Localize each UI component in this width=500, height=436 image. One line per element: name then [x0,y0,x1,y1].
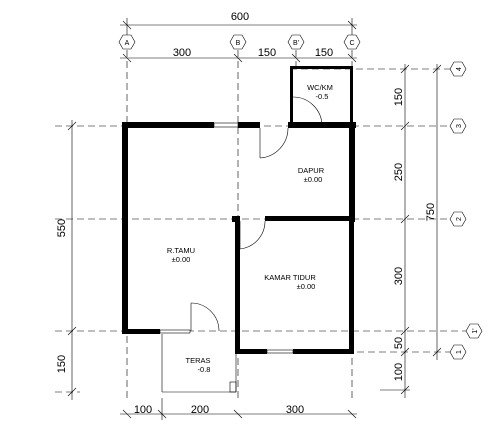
room-name-kamar-tidur: KAMAR TIDUR [264,273,316,282]
left-dimensions: 550 150 [55,120,80,400]
room-level-teras: -0.8 [198,365,211,374]
right-dimensions: 150 250 300 50 100 750 [380,64,442,398]
grid-marker-c [343,34,361,50]
dim-left-550: 550 [56,219,68,237]
grid-marker-b-prime [287,34,305,50]
dim-bottom-300: 300 [286,404,304,416]
room-name-ruang-tamu: R.TAMU [167,246,195,255]
horizontal-grid-lines [55,68,466,353]
grid-marker-b [229,34,247,50]
grid-label-a: A [125,40,130,47]
room-level-dapur: ±0.00 [304,175,323,184]
dim-top-150-b: 150 [315,47,333,59]
grid-label-4: 4 [456,67,463,71]
dim-right-250: 250 [393,163,405,181]
walls [122,66,356,354]
window-bottom-left [159,329,191,334]
dim-right-300: 300 [393,267,405,285]
grid-marker-1 [449,344,467,360]
grid-marker-3 [449,118,467,134]
grid-marker-2 [449,211,467,227]
room-labels: WC/KM -0.5 DAPUR ±0.00 R.TAMU ±0.00 KAMA… [167,83,333,374]
grid-label-c: C [349,40,354,47]
dim-right-50: 50 [393,337,405,349]
grid-marker-a [118,34,136,50]
grid-label-3: 3 [456,124,463,128]
dim-right-750: 750 [425,203,437,221]
room-level-wc: -0.5 [316,92,329,101]
dim-top-300: 300 [173,47,191,59]
grid-label-b-prime: B' [293,40,299,47]
grid-marker-1-prime [465,323,483,339]
dim-bottom-200: 200 [191,404,209,416]
dim-top-150-a: 150 [258,47,276,59]
grid-marker-4 [449,61,467,77]
room-level-ruang-tamu: ±0.00 [172,255,191,264]
room-level-kamar-tidur: ±0.00 [297,282,316,291]
dim-right-100: 100 [393,363,405,381]
bottom-dimensions: 100 200 300 [120,398,357,420]
doors [190,96,323,332]
grid-label-b: B [236,40,241,47]
window-bottom-right [266,349,294,354]
column-grid-markers: A B B' C [118,34,361,50]
grid-label-1-prime: 1' [472,328,479,333]
dim-left-150: 150 [56,355,68,373]
window-top [213,122,239,128]
room-name-dapur: DAPUR [298,166,325,175]
dim-bottom-100: 100 [134,404,152,416]
teras-outline [161,334,237,393]
room-name-teras: TERAS [185,356,210,365]
row-grid-markers: 4 3 2 1' 1 [449,61,483,360]
grid-label-2: 2 [456,217,463,221]
grid-label-1: 1 [456,350,463,354]
dim-right-150: 150 [393,88,405,106]
dim-total-width: 600 [231,11,249,23]
top-dimensions: 600 300 150 150 [120,11,357,63]
room-name-wc: WC/KM [307,83,333,92]
